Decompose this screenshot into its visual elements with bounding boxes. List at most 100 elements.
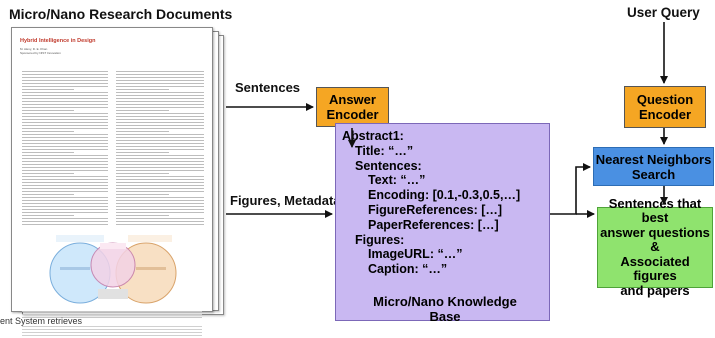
paper-text-line xyxy=(22,191,108,192)
paper-text-line xyxy=(116,182,204,183)
paper-text-line xyxy=(22,92,108,93)
paper-text-line xyxy=(22,122,108,123)
paper-text-line xyxy=(116,188,204,189)
paper-text-line xyxy=(116,200,204,201)
paper-text-line xyxy=(116,77,204,78)
knowledge-base-field: Abstract1: xyxy=(342,129,404,143)
paper-text-line xyxy=(116,179,204,180)
paper-text-line xyxy=(116,167,204,168)
paper-text-line xyxy=(22,104,108,105)
knowledge-base-field: Sentences: xyxy=(355,158,422,173)
paper-text-line xyxy=(22,173,74,174)
paper-text-line xyxy=(22,161,108,162)
paper-title: Hybrid Intelligence in Design xyxy=(20,38,96,44)
knowledge-base-field: ImageURL: “…” xyxy=(368,247,463,262)
paper-text-line xyxy=(116,191,204,192)
paper-text-line xyxy=(116,86,204,87)
edge-label-figures-metadata: Figures, Metadata xyxy=(230,193,341,208)
paper-text-line xyxy=(116,176,204,177)
reference-text-line xyxy=(22,332,202,333)
paper-text-line xyxy=(22,116,108,117)
paper-text-line xyxy=(116,185,204,186)
paper-text-line xyxy=(22,86,108,87)
paper-text-line xyxy=(22,209,108,210)
paper-text-line xyxy=(22,95,108,96)
paper-text-line xyxy=(116,140,204,141)
paper-text-line xyxy=(22,224,108,225)
paper-text-line xyxy=(22,158,108,159)
paper-text-line xyxy=(22,134,108,135)
paper-text-line xyxy=(116,173,169,174)
caption-text-line xyxy=(22,311,202,312)
reference-text-line xyxy=(22,329,202,330)
paper-text-line xyxy=(22,149,108,150)
paper-text-line xyxy=(22,170,108,171)
paper-text-line xyxy=(22,176,108,177)
paper-text-line xyxy=(116,170,204,171)
paper-text-line xyxy=(22,77,108,78)
paper-text-line xyxy=(116,158,204,159)
paper-text-line xyxy=(116,134,204,135)
paper-text-line xyxy=(22,152,74,153)
paper-text-line xyxy=(116,203,204,204)
paper-text-line xyxy=(116,155,204,156)
knowledge-base-field: PaperReferences: […] xyxy=(368,217,499,232)
knowledge-base-field: Encoding: [0.1,-0.3,0.5,…] xyxy=(368,188,521,203)
paper-text-line xyxy=(116,83,204,84)
paper-text-column-right xyxy=(116,71,204,227)
paper-text-line xyxy=(22,119,108,120)
paper-text-line xyxy=(116,212,204,213)
paper-text-line xyxy=(22,194,74,195)
reference-text-line xyxy=(22,335,202,336)
paper-text-line xyxy=(116,197,204,198)
paper-text-line xyxy=(116,113,204,114)
paper-text-line xyxy=(22,131,74,132)
paper-text-line xyxy=(116,98,204,99)
paper-text-line xyxy=(116,161,204,162)
paper-text-line xyxy=(116,194,169,195)
edge-label-sentences: Sentences xyxy=(235,80,301,95)
paper-text-line xyxy=(116,128,204,129)
paper-text-line xyxy=(116,131,169,132)
paper-text-line xyxy=(22,212,108,213)
paper-text-line xyxy=(22,206,108,207)
paper-text-line xyxy=(22,215,74,216)
paper-text-line xyxy=(116,95,204,96)
paper-text-line xyxy=(22,101,108,102)
paper-text-line xyxy=(116,215,169,216)
paper-text-line xyxy=(116,146,204,147)
paper-text-line xyxy=(116,206,204,207)
paper-text-line xyxy=(22,140,108,141)
paper-text-line xyxy=(22,155,108,156)
paper-text-line xyxy=(116,119,204,120)
paper-text-line xyxy=(116,92,204,93)
paper-text-line xyxy=(22,107,108,108)
paper-text-line xyxy=(22,197,108,198)
nearest-neighbors-search-box: Nearest Neighbors Search xyxy=(593,147,714,186)
paper-text-line xyxy=(22,125,108,126)
paper-text-line xyxy=(116,149,204,150)
paper-text-line xyxy=(22,200,108,201)
paper-text-line xyxy=(116,122,204,123)
paper-text-line xyxy=(22,83,108,84)
caption-text-line xyxy=(22,317,202,318)
paper-text-line xyxy=(22,164,108,165)
paper-text-line xyxy=(116,80,204,81)
knowledge-base-box: Abstract1:Title: “…”Sentences:Text: “…”E… xyxy=(335,123,550,321)
paper-text-line xyxy=(116,74,204,75)
user-query-label: User Query xyxy=(627,5,700,20)
paper-text-line xyxy=(22,143,108,144)
knowledge-base-field: Figures: xyxy=(355,232,405,247)
paper-text-line xyxy=(22,89,74,90)
paper-text-line xyxy=(116,152,169,153)
paper-text-line xyxy=(116,104,204,105)
paper-text-line xyxy=(116,89,169,90)
knowledge-base-field: FigureReferences: […] xyxy=(368,202,503,217)
paper-text-line xyxy=(116,143,204,144)
paper-text-line xyxy=(22,80,108,81)
paper-text-line xyxy=(116,110,169,111)
paper-text-line xyxy=(22,137,108,138)
paper-text-column-left xyxy=(22,71,108,227)
question-encoder-box: Question Encoder xyxy=(624,86,706,128)
paper-text-line xyxy=(22,167,108,168)
